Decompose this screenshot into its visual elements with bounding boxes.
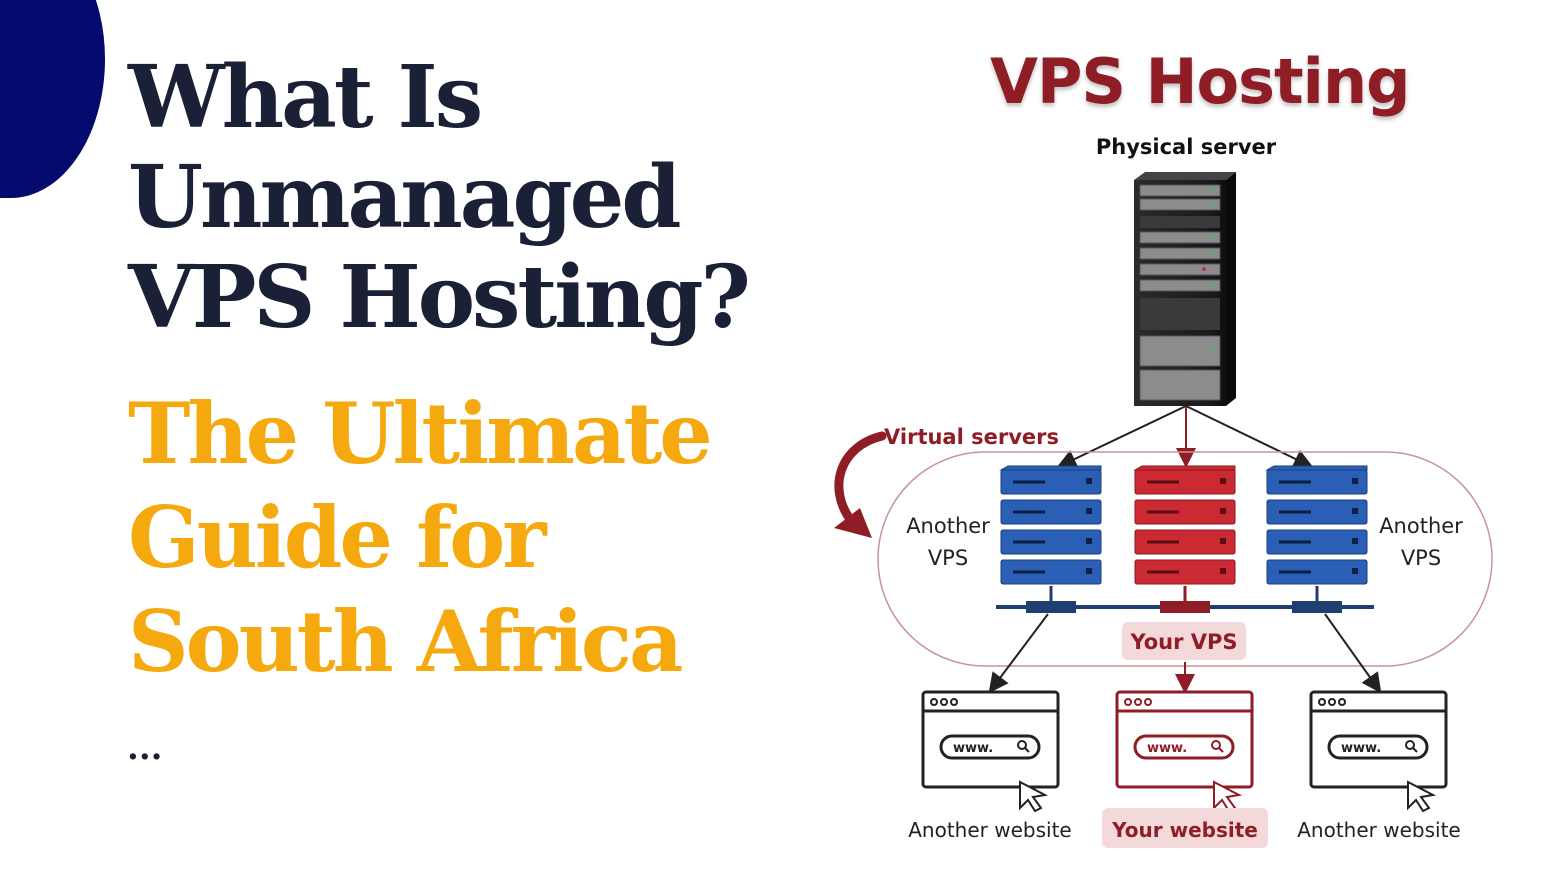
page-headline: What Is Unmanaged VPS Hosting? — [128, 48, 788, 348]
curved-arrow-icon — [834, 431, 887, 527]
your-vps-label: Your VPS — [1129, 630, 1237, 654]
browser-window-right-icon: www. — [1309, 690, 1448, 813]
subheadline-line-1: The Ultimate — [128, 384, 713, 483]
vps-server-left-icon — [999, 465, 1102, 585]
headline-line-1: What Is — [128, 47, 483, 148]
your-vps-server-icon — [1133, 465, 1236, 585]
browser-url-right: www. — [1341, 741, 1381, 756]
network-bus — [996, 586, 1374, 613]
vps-right-label-line-1: Another — [1379, 514, 1463, 538]
browser-url-center: www. — [1147, 741, 1187, 756]
vps-server-right-icon — [1265, 465, 1368, 585]
navy-corner-blob — [0, 0, 105, 198]
vps-left-label-line-1: Another — [906, 514, 990, 538]
headline-line-2: Unmanaged — [128, 147, 681, 248]
subheadline-line-3: South Africa — [128, 592, 683, 691]
ellipsis-text: ... — [127, 728, 163, 768]
website-label-right: Another website — [1297, 818, 1460, 842]
virtual-servers-label: Virtual servers — [884, 425, 1059, 449]
vps-left-label-line-2: VPS — [928, 546, 968, 570]
physical-server-label: Physical server — [1096, 135, 1277, 159]
vps-right-label-line-2: VPS — [1401, 546, 1441, 570]
your-website-pill — [1102, 808, 1268, 848]
your-vps-pill — [1122, 622, 1246, 660]
website-label-center: Your website — [1111, 818, 1258, 842]
headline-line-3: VPS Hosting? — [128, 247, 751, 348]
browser-window-left-icon: www. — [921, 690, 1060, 813]
vps-diagram: Physical server Virtual server — [834, 135, 1493, 848]
browser-url-left: www. — [953, 741, 993, 756]
browser-window-center-icon: www. — [1115, 690, 1254, 813]
physical-server-rack-icon — [1134, 172, 1236, 406]
subheadline-line-2: Guide for — [128, 488, 547, 587]
page-subheadline: The Ultimate Guide for South Africa — [128, 382, 788, 694]
diagram-title: VPS Hosting — [990, 45, 1410, 118]
website-label-left: Another website — [908, 818, 1071, 842]
